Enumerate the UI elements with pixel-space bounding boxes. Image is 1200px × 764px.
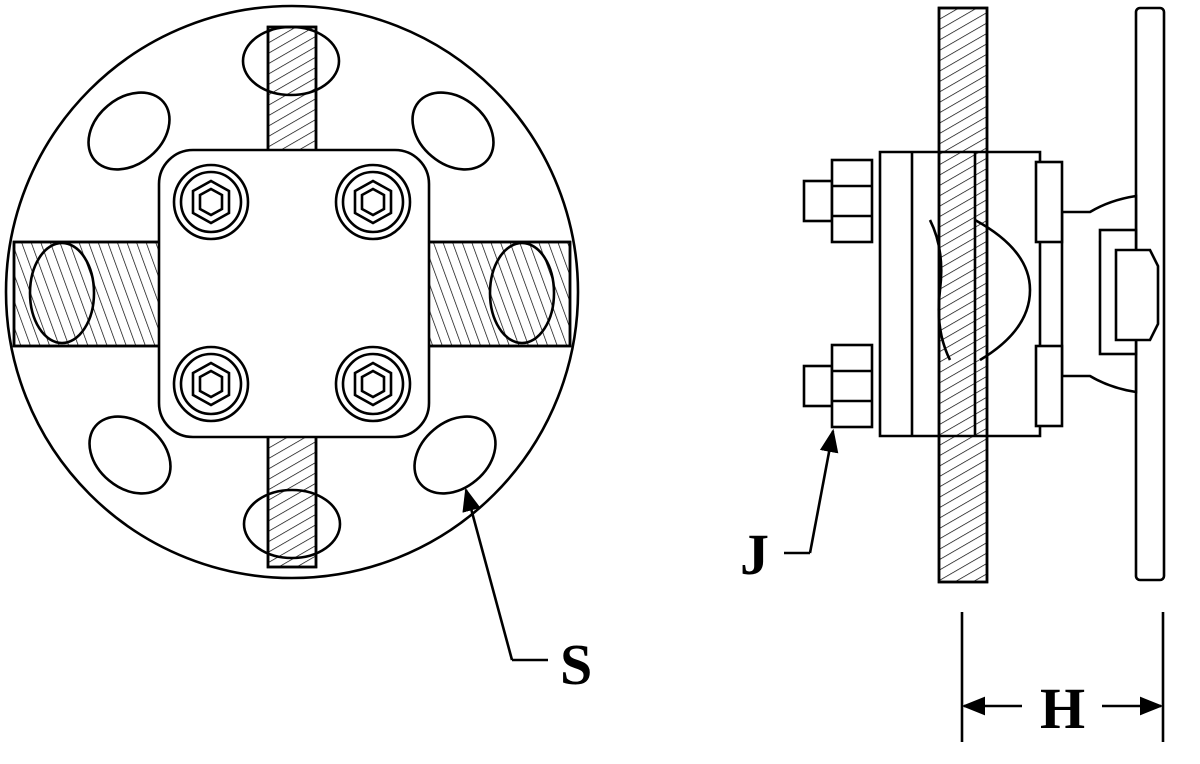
clamp-body	[878, 150, 1042, 438]
side-bolt-upper	[802, 158, 1064, 244]
mounting-slots	[28, 25, 556, 560]
slot-top-left	[87, 91, 171, 171]
slot-right	[488, 241, 556, 345]
bolt-head	[334, 163, 412, 241]
bolt-head	[172, 345, 250, 423]
slot-bottom-right	[413, 415, 497, 495]
callout-j: J	[740, 522, 769, 587]
leader-j	[808, 428, 839, 554]
callout-s: S	[560, 632, 592, 697]
callout-h: H	[1040, 676, 1085, 741]
side-view	[784, 6, 1166, 742]
slot-left	[28, 241, 96, 345]
side-cable	[937, 6, 989, 584]
slot-bottom-left	[88, 415, 172, 495]
front-view	[4, 4, 580, 662]
bolt-head	[172, 163, 250, 241]
leader-s	[462, 487, 514, 661]
bolt-head	[334, 345, 412, 423]
slot-top	[241, 25, 341, 97]
side-bolt-lower	[802, 343, 1064, 429]
slot-top-right	[411, 91, 495, 171]
slot-bottom	[242, 488, 342, 560]
